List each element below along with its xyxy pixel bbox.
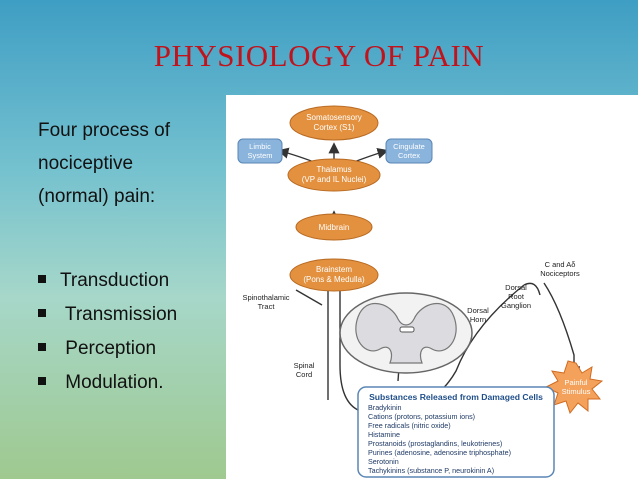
label-spinothalamic: Spinothalamic <box>242 293 289 302</box>
node-limbic: Limbic System <box>237 138 283 164</box>
bullet-square-icon <box>38 376 46 385</box>
label-stimulus: Painful <box>565 378 588 387</box>
node-label: Cortex (S1) <box>314 123 355 132</box>
process-item: Modulation. <box>38 366 177 400</box>
label-dorsal-horn: Dorsal <box>467 306 489 315</box>
node-label: (Pons & Medulla) <box>303 275 365 284</box>
node-somatosensory: Somatosensory Cortex (S1) <box>289 105 379 141</box>
substance-item: Free radicals (nitric oxide) <box>368 421 451 430</box>
node-label: Midbrain <box>319 223 350 232</box>
node-label: Somatosensory <box>306 113 362 122</box>
process-list: Transduction Transmission Perception Mod… <box>38 264 177 400</box>
process-item: Transduction <box>38 264 177 298</box>
diagram-labels: Spinothalamic Tract Spinal Cord Dorsal H… <box>242 260 580 379</box>
label-nociceptors: Nociceptors <box>540 269 580 278</box>
process-item-label: Transduction <box>60 270 170 291</box>
label-dorsal-horn: Horn <box>470 315 486 324</box>
label-spinal-cord: Spinal <box>294 361 315 370</box>
label-stimulus: Stimulus <box>562 387 591 396</box>
node-label: (VP and IL Nuclei) <box>302 175 367 184</box>
node-label: Brainstem <box>316 265 352 274</box>
node-label: Thalamus <box>316 165 351 174</box>
substance-item: Cations (protons, potassium ions) <box>368 412 475 421</box>
label-ganglion: Ganglion <box>501 301 531 310</box>
process-item: Perception <box>38 332 177 366</box>
node-cingulate: Cingulate Cortex <box>385 138 433 164</box>
pain-pathway-diagram: Somatosensory Cortex (S1) Limbic System … <box>226 95 638 479</box>
node-brainstem: Brainstem (Pons & Medulla) <box>289 258 379 292</box>
label-ganglion: Dorsal <box>505 283 527 292</box>
slide-title: PHYSIOLOGY OF PAIN <box>153 38 485 73</box>
label-nociceptors: C and Aδ <box>545 260 576 269</box>
substances-title: Substances Released from Damaged Cells <box>369 392 543 402</box>
node-midbrain: Midbrain <box>295 213 373 241</box>
substance-item: Histamine <box>368 430 400 439</box>
intro-text: Four process of nociceptive (normal) pai… <box>38 114 228 213</box>
substance-item: Bradykinin <box>368 403 402 412</box>
spinal-cord-section <box>339 292 473 374</box>
intro-line: nociceptive <box>38 153 134 174</box>
substance-item: Prostanoids (prostaglandins, leukotriene… <box>368 439 502 448</box>
node-thalamus: Thalamus (VP and IL Nuclei) <box>287 158 381 192</box>
label-spinothalamic: Tract <box>258 302 276 311</box>
substances-box: Substances Released from Damaged Cells B… <box>357 386 555 478</box>
substance-item: Tachykinins (substance P, neurokinin A) <box>368 466 494 475</box>
label-ganglion: Root <box>508 292 525 301</box>
process-item-label: Modulation. <box>60 372 164 393</box>
process-item: Transmission <box>38 298 177 332</box>
intro-line: Four process of <box>38 120 170 141</box>
substance-item: Purines (adenosine, adenosine triphospha… <box>368 448 511 457</box>
node-label: Cingulate <box>393 142 425 151</box>
painful-stimulus-burst: Painful Stimulus <box>544 360 604 415</box>
intro-line: (normal) pain: <box>38 186 156 207</box>
bullet-square-icon <box>38 342 46 351</box>
substance-item: Serotonin <box>368 457 399 466</box>
process-item-label: Perception <box>60 338 157 359</box>
label-spinal-cord: Cord <box>296 370 312 379</box>
bullet-square-icon <box>38 274 46 283</box>
node-label: Limbic <box>249 142 271 151</box>
node-label: System <box>247 151 272 160</box>
node-label: Cortex <box>398 151 420 160</box>
bullet-square-icon <box>38 308 46 317</box>
process-item-label: Transmission <box>60 304 178 325</box>
